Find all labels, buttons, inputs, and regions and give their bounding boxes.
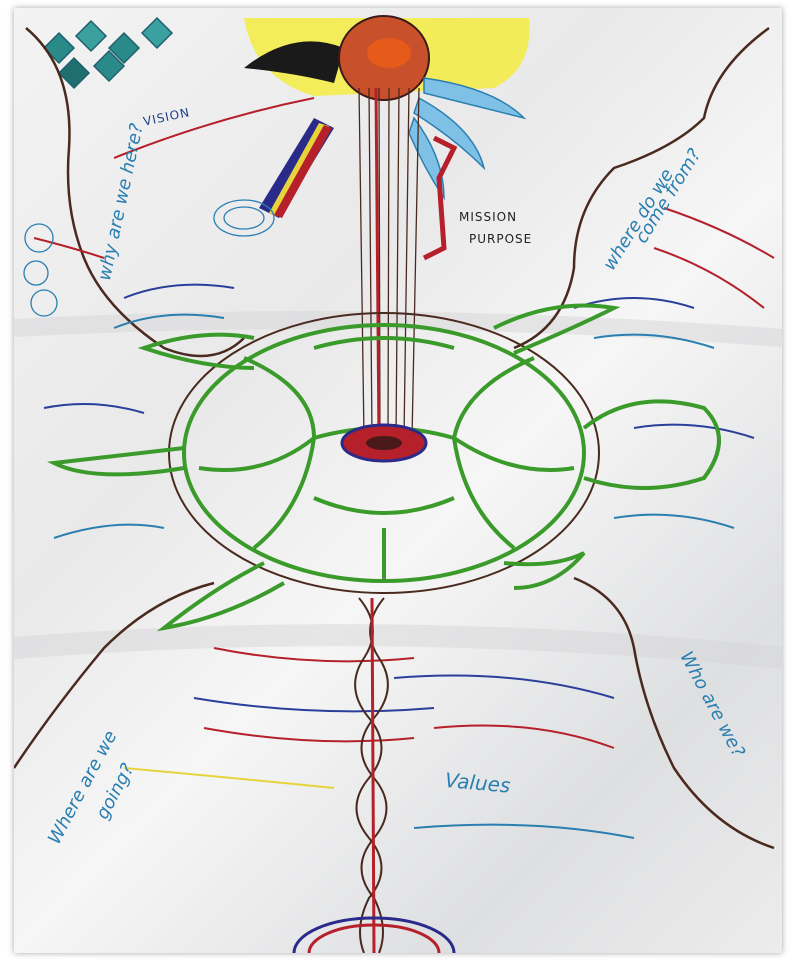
neck-strands bbox=[359, 88, 419, 438]
turtle-head bbox=[584, 401, 719, 488]
turtle-illustration bbox=[54, 306, 719, 629]
swirl-scribbles bbox=[214, 200, 274, 236]
diamond-pattern bbox=[44, 18, 172, 88]
bird-eye bbox=[367, 38, 411, 68]
turtle-flipper-back-right bbox=[504, 553, 584, 588]
paper-sheet: VISION MISSION PURPOSE why are we here? … bbox=[14, 8, 782, 953]
paper-fold bbox=[14, 635, 782, 658]
turtle-tail bbox=[54, 448, 184, 474]
turtle-flipper-back-left bbox=[164, 563, 284, 628]
label-purpose: PURPOSE bbox=[469, 232, 532, 246]
left-scribbles bbox=[24, 224, 57, 316]
label-mission: MISSION bbox=[459, 210, 517, 224]
braided-trunk bbox=[355, 598, 388, 953]
